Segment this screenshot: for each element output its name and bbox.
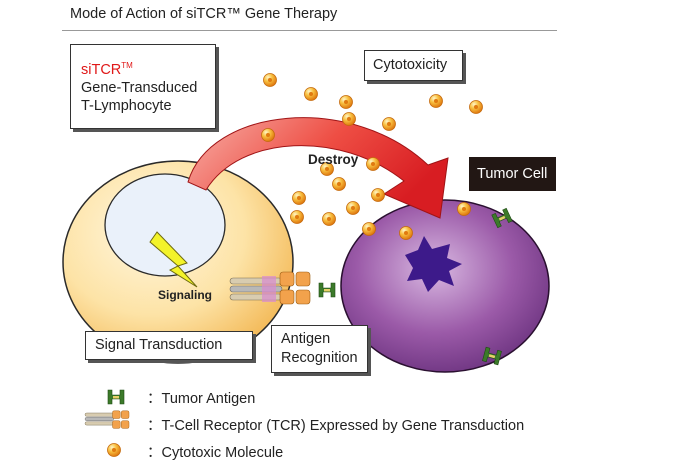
t-lymphocyte-nucleus xyxy=(104,173,226,277)
destroy-label: Destroy xyxy=(308,152,359,167)
legend-tcr-icon xyxy=(84,410,130,429)
tumor-cell-label: Tumor Cell xyxy=(469,157,556,191)
antigen-recognition-label: Antigen Recognition xyxy=(271,325,368,373)
sitcr-brand: siTCR xyxy=(81,61,122,78)
legend-tumor-antigen-text: ：Tumor Antigen xyxy=(147,391,256,407)
legend-tumor-antigen-icon xyxy=(107,389,125,405)
page-title: Mode of Action of siTCR™ Gene Therapy xyxy=(70,6,338,22)
title-divider xyxy=(62,30,557,31)
signaling-label: Signaling xyxy=(158,288,212,302)
recognition-line: Recognition xyxy=(281,350,358,366)
tumor-antigen-icon xyxy=(318,282,336,298)
lightning-icon xyxy=(149,231,198,288)
sitcr-line-t-lymphocyte: T-Lymphocyte xyxy=(81,97,172,114)
signal-transduction-label: Signal Transduction xyxy=(85,331,253,360)
trademark-mark: TM xyxy=(121,61,133,70)
tcr-receptor-icon xyxy=(229,271,311,305)
destroy-arrow xyxy=(187,117,449,219)
legend-cytotoxic-molecule-text: ：Cytotoxic Molecule xyxy=(147,445,284,461)
tumor-cell xyxy=(340,199,550,373)
legend-cytotoxic-molecule-icon xyxy=(107,443,121,457)
sitcr-line-gene-transduced: Gene-Transduced xyxy=(81,79,198,96)
sitcr-gene-transduced-t-lymphocyte-label: siTCRTM Gene-Transduced T-Lymphocyte xyxy=(70,44,216,129)
antigen-line: Antigen xyxy=(281,331,331,347)
legend-tcr-text: ：T-Cell Receptor (TCR) Expressed by Gene… xyxy=(147,418,525,434)
cytotoxicity-label: Cytotoxicity xyxy=(364,50,463,81)
destruction-burst-icon xyxy=(405,236,462,292)
